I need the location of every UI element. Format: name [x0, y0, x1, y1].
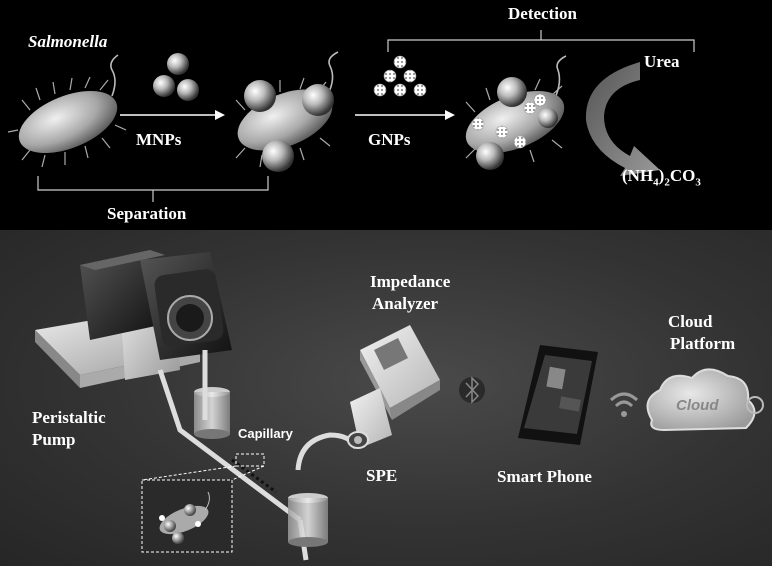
- cloud-icon: [646, 368, 764, 432]
- beaker-2: [288, 493, 328, 547]
- urea-hydrolysis-arrow: [585, 62, 660, 176]
- capillary-label: Capillary: [238, 426, 293, 441]
- detection-bracket: [387, 30, 695, 52]
- capillary-zoom-inset: [141, 453, 265, 553]
- bacterium-mnp-complex: [235, 51, 339, 172]
- separation-label: Separation: [107, 204, 187, 223]
- cloud-icon-text: Cloud: [676, 397, 719, 414]
- peristaltic-label: Peristaltic: [32, 408, 106, 427]
- smart-phone: [518, 345, 598, 445]
- cloud-label: Cloud: [668, 312, 713, 331]
- smart-phone-label: Smart Phone: [497, 467, 592, 486]
- gnps-label: GNPs: [368, 130, 411, 149]
- sandwich-complex: [465, 55, 567, 170]
- peristaltic-pump: [35, 250, 232, 388]
- assay-principle-panel: Salmonella MNPs GNPs Detection Separatio…: [0, 0, 772, 230]
- arrow-1: [120, 110, 225, 120]
- gold-nanoparticles: [373, 55, 427, 97]
- separation-bracket: [37, 176, 269, 202]
- detection-label: Detection: [508, 4, 577, 23]
- ammonium-carbonate-label: (NH4)2CO3: [622, 166, 701, 188]
- bluetooth-icon: [459, 376, 485, 404]
- spe-label: SPE: [366, 466, 398, 485]
- screen-printed-electrode: [347, 431, 369, 449]
- impedance-label: Impedance: [370, 272, 451, 291]
- impedance-analyzer: [350, 325, 440, 448]
- salmonella-bacterium: [7, 54, 127, 168]
- mnps-label: MNPs: [136, 130, 182, 149]
- device-setup-graphics: [35, 250, 764, 561]
- urea-label: Urea: [644, 52, 680, 71]
- ammonium-carbonate-formula: (NH4)2CO3: [622, 166, 701, 189]
- assay-principle-graphics: [7, 30, 695, 202]
- salmonella-label: Salmonella: [28, 32, 108, 51]
- magnetic-nanoparticles: [153, 53, 199, 101]
- platform-label: Platform: [670, 334, 736, 353]
- analyzer-label: Analyzer: [372, 294, 439, 313]
- wifi-icon: [609, 392, 639, 417]
- arrow-2: [355, 110, 455, 120]
- beaker-1: [194, 387, 230, 439]
- pump-label: Pump: [32, 430, 76, 449]
- device-setup-panel: Peristaltic Pump Capillary Impedance Ana…: [0, 230, 772, 566]
